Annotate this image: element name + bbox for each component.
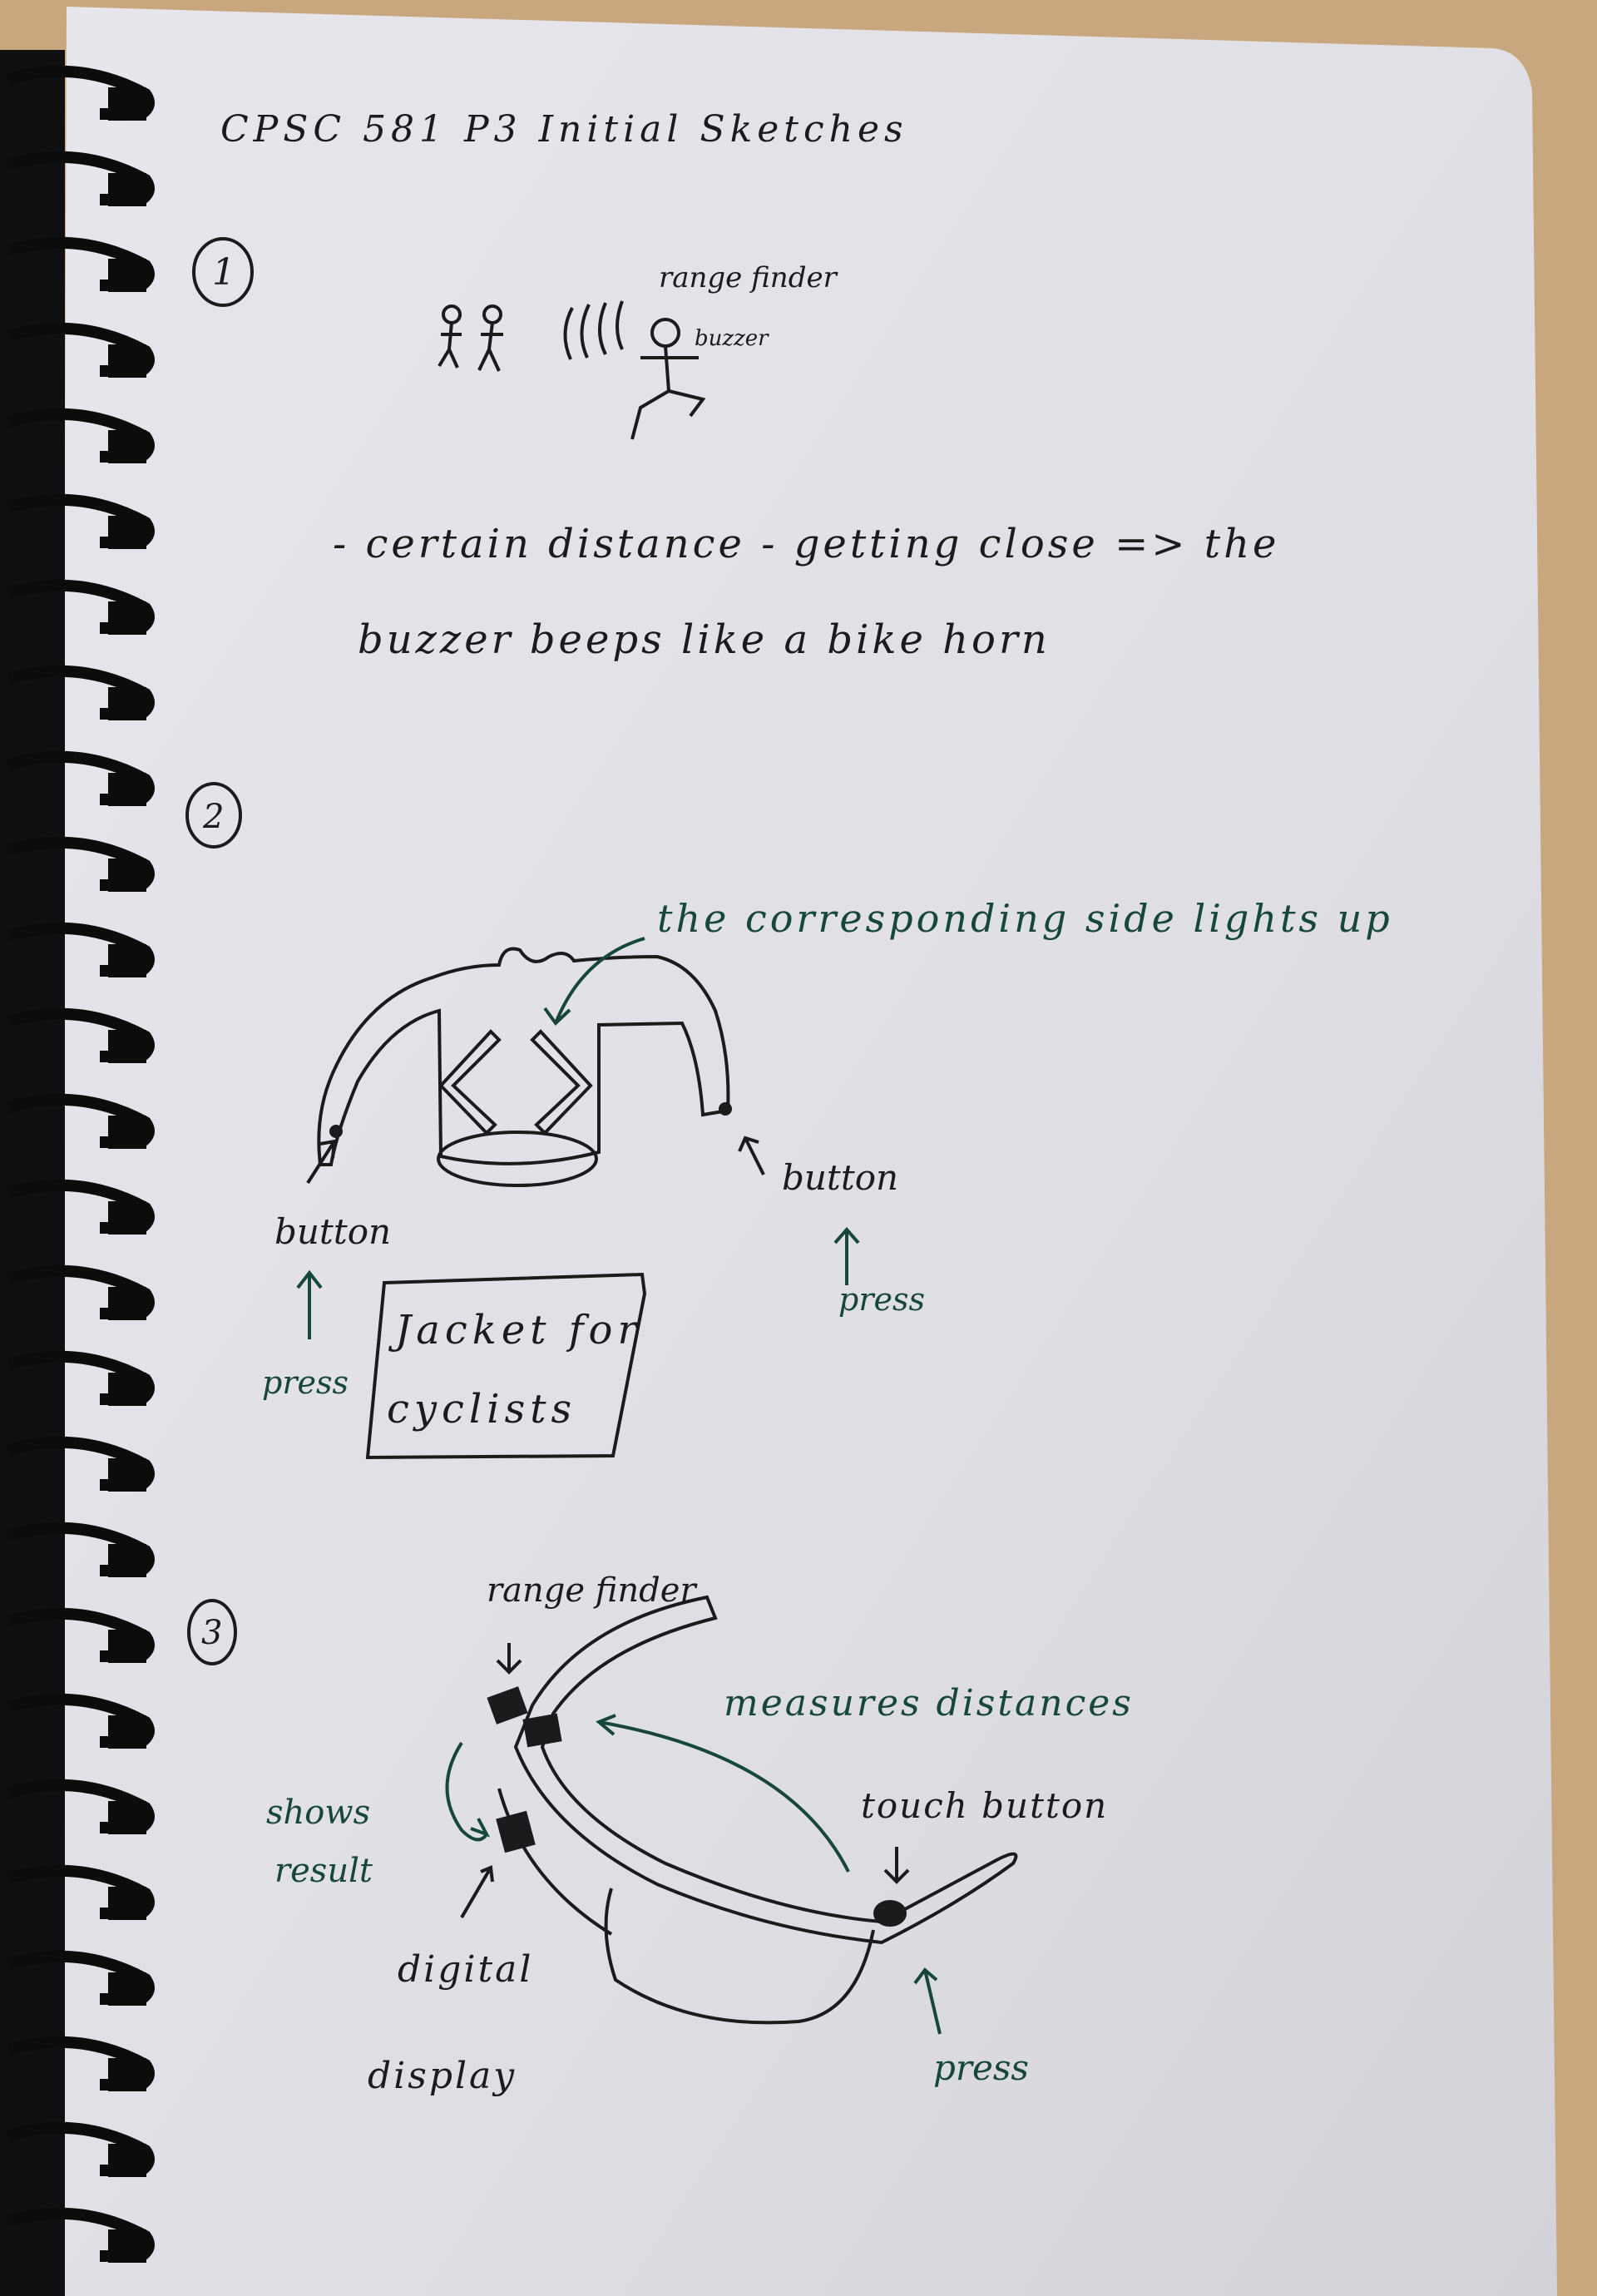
spiral-ring <box>7 665 155 720</box>
spiral-hole <box>108 859 146 892</box>
glasses-drawing <box>513 1595 1018 1945</box>
lights-up-note: the corresponding side lights up <box>657 896 1393 941</box>
range-finder-label: range finder <box>487 1571 698 1610</box>
spiral-ring <box>7 322 155 377</box>
spiral-ring <box>7 236 155 291</box>
box-line-2: cyclists <box>387 1386 576 1433</box>
touch-button-label: touch button <box>861 1785 1108 1826</box>
note-line-1: - certain distance - getting close => th… <box>333 521 1279 567</box>
spiral-ring <box>7 1179 155 1234</box>
spiral-ring <box>7 836 155 891</box>
spiral-hole <box>108 944 146 977</box>
box-line-1: Jacket for <box>388 1307 641 1353</box>
spiral-ring <box>7 1436 155 1491</box>
press-label: press <box>933 2047 1029 2088</box>
spiral-hole <box>108 601 146 635</box>
sketch-number: 3 <box>201 1614 222 1652</box>
spiral-hole <box>108 1715 146 1749</box>
sketch-3 <box>187 1595 1018 2025</box>
spiral-hole <box>108 1972 146 2006</box>
spiral-ring <box>7 1522 155 1576</box>
spiral-ring <box>7 2207 155 2262</box>
spiral-ring <box>7 493 155 548</box>
sketch-number-circle <box>185 782 242 849</box>
sketch-number: 1 <box>212 251 235 294</box>
right-button-label: button <box>782 1157 898 1198</box>
spiral-ring <box>7 1264 155 1319</box>
spiral-ring <box>7 922 155 977</box>
digital-label: digital <box>398 1948 533 1991</box>
spiral-ring <box>7 579 155 634</box>
sketch-number-circle <box>192 237 254 307</box>
spiral-hole <box>108 173 146 206</box>
spiral-binding <box>7 65 155 2263</box>
label-box <box>365 1272 647 1460</box>
spiral-hole <box>108 1373 146 1406</box>
shows-label: shows <box>266 1794 370 1832</box>
spiral-ring <box>7 408 155 463</box>
spiral-hole <box>108 2229 146 2263</box>
note-line-2: buzzer beeps like a bike horn <box>358 616 1051 663</box>
spiral-hole <box>108 1630 146 1663</box>
spiral-hole <box>108 687 146 720</box>
spiral-ring <box>7 1950 155 2005</box>
spiral-ring <box>7 1864 155 1919</box>
spiral-hole <box>108 344 146 378</box>
spiral-hole <box>108 259 146 292</box>
result-label: result <box>274 1852 373 1890</box>
spiral-ring <box>7 1693 155 1748</box>
spiral-hole <box>108 1458 146 1492</box>
page-title: CPSC 581 P3 Initial Sketches <box>220 108 908 151</box>
sketch-1 <box>192 237 706 440</box>
green-arrows-2 <box>296 937 860 1339</box>
spiral-hole <box>108 1801 146 1834</box>
spiral-hole <box>108 1030 146 1063</box>
sketch-2 <box>185 782 765 1460</box>
spiral-hole <box>108 1116 146 1149</box>
measures-label: measures distances <box>724 1682 1134 1724</box>
sketch-number: 2 <box>202 798 224 836</box>
notebook-page <box>58 7 1557 2296</box>
green-arrows-3 <box>445 1714 942 2035</box>
range-finder-label: range finder <box>659 261 838 294</box>
spiral-ring <box>7 1093 155 1148</box>
left-press-label: press <box>262 1364 349 1401</box>
spiral-hole <box>108 2058 146 2091</box>
spiral-ring <box>7 2036 155 2091</box>
spiral-hole <box>108 1201 146 1235</box>
spiral-ring <box>7 2121 155 2176</box>
spiral-hole <box>108 1287 146 1320</box>
spiral-ring <box>7 1007 155 1062</box>
spiral-ring <box>7 1779 155 1833</box>
spiral-ring <box>7 1607 155 1662</box>
spiral-hole <box>108 87 146 121</box>
spiral-hole <box>108 516 146 549</box>
spiral-hole <box>108 1544 146 1577</box>
spiral-ring <box>7 151 155 205</box>
jacket-drawing <box>317 947 730 1166</box>
spiral-hole <box>108 2144 146 2177</box>
right-press-label: press <box>838 1281 925 1318</box>
spiral-hole <box>108 773 146 806</box>
spiral-ring <box>7 750 155 805</box>
buzzer-label: buzzer <box>695 326 769 351</box>
sketch-number-circle <box>187 1599 237 1665</box>
left-button-label: button <box>274 1211 391 1252</box>
spiral-ring <box>7 1350 155 1405</box>
spiral-hole <box>108 430 146 463</box>
display-label: display <box>368 2055 517 2097</box>
spiral-hole <box>108 1887 146 1920</box>
spiral-ring <box>7 65 155 120</box>
